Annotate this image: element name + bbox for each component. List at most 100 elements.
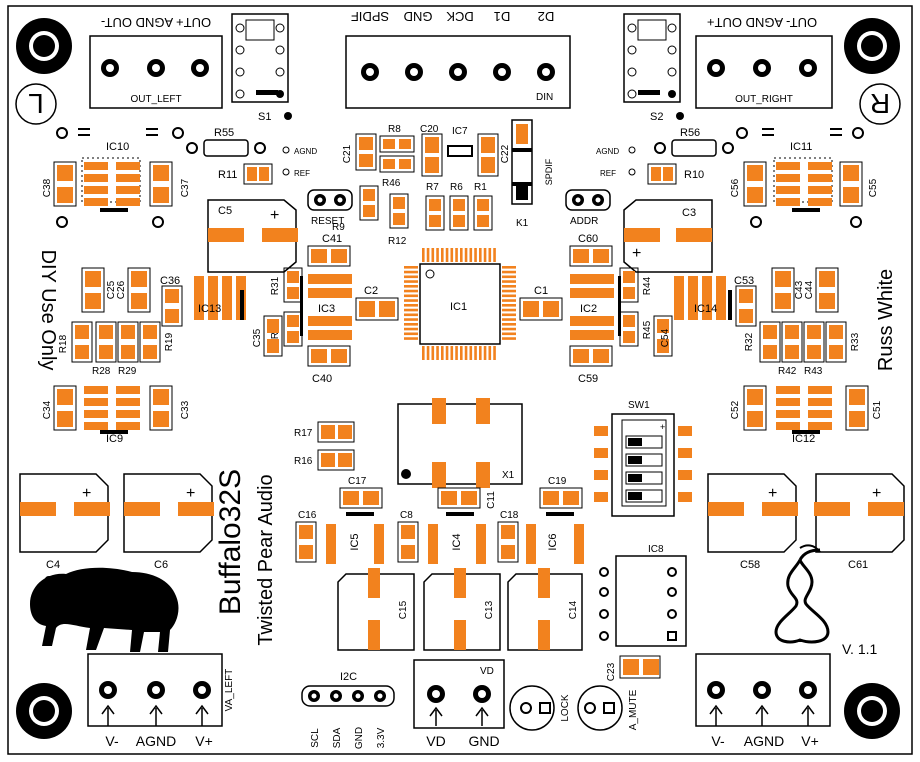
svg-text:R17: R17 — [294, 428, 313, 439]
svg-text:IC6: IC6 — [547, 533, 559, 550]
svg-text:IC7: IC7 — [452, 126, 468, 137]
svg-text:C44: C44 — [804, 280, 815, 299]
svg-text:SPDIF: SPDIF — [544, 158, 554, 185]
ic11-opamp: IC11 — [773, 141, 833, 212]
svg-text:VD: VD — [480, 666, 494, 677]
svg-text:L: L — [28, 88, 44, 119]
svg-text:R44: R44 — [642, 276, 653, 295]
svg-text:C17: C17 — [348, 476, 367, 487]
r44-r45-c54: R44 R45 C54 — [619, 267, 673, 357]
svg-text:+: + — [632, 245, 641, 262]
svg-text:C11: C11 — [486, 491, 497, 509]
svg-text:SCL: SCL — [310, 728, 321, 748]
cap-c4: + C4 — [19, 473, 110, 571]
right-side-marker: R — [859, 83, 901, 125]
svg-text:V+: V+ — [195, 733, 213, 749]
svg-text:SW1: SW1 — [628, 400, 650, 411]
svg-text:REF: REF — [294, 169, 310, 178]
svg-text:K1: K1 — [516, 218, 529, 229]
svg-text:+: + — [660, 422, 665, 432]
svg-text:C51: C51 — [872, 400, 883, 419]
ic2-group: C1 C60 IC2 C59 — [519, 233, 621, 385]
svg-text:C59: C59 — [578, 373, 598, 385]
addr-jumper: ADDR — [565, 189, 611, 227]
svg-text:C60: C60 — [578, 233, 598, 245]
svg-text:LOCK: LOCK — [560, 694, 571, 722]
svg-text:R33: R33 — [850, 332, 861, 351]
svg-text:C8: C8 — [400, 510, 413, 521]
svg-text:RESET: RESET — [311, 216, 344, 227]
svg-text:IC1: IC1 — [450, 301, 467, 313]
svg-text:ADDR: ADDR — [570, 216, 598, 227]
svg-text:OUT- AGND OUT+: OUT- AGND OUT+ — [707, 15, 817, 30]
svg-text:C23: C23 — [606, 662, 617, 681]
svg-text:R31: R31 — [270, 276, 281, 295]
svg-text:R46: R46 — [382, 178, 401, 189]
svg-text:R6: R6 — [450, 182, 463, 193]
svg-text:R32: R32 — [744, 332, 755, 351]
svg-text:AGND: AGND — [744, 733, 784, 749]
svg-text:C53: C53 — [734, 275, 754, 287]
svg-text:C33: C33 — [180, 400, 191, 419]
svg-text:IC12: IC12 — [792, 433, 815, 445]
svg-text:R9: R9 — [332, 222, 345, 233]
svg-text:+: + — [270, 207, 279, 224]
svg-text:IC3: IC3 — [318, 303, 335, 315]
svg-text:C26: C26 — [116, 280, 127, 299]
svg-text:S2: S2 — [650, 111, 663, 123]
diy-use-only-text: DIY Use Only — [37, 250, 59, 371]
svg-text:R12: R12 — [388, 236, 407, 247]
svg-text:V-: V- — [105, 733, 119, 749]
svg-text:C20: C20 — [420, 124, 439, 135]
svg-text:C4: C4 — [46, 559, 60, 571]
svg-text:C1: C1 — [534, 285, 548, 297]
svg-text:D1: D1 — [494, 9, 511, 24]
crystal-x1: X1 — [397, 398, 523, 488]
svg-text:R8: R8 — [388, 124, 401, 135]
svg-text:+: + — [872, 485, 881, 502]
svg-text:C58: C58 — [740, 559, 760, 571]
out-right-terminal: OUT_RIGHT OUT- AGND OUT+ — [695, 15, 833, 109]
svg-text:AGND: AGND — [294, 147, 317, 156]
pear-logo — [774, 544, 830, 644]
top-right-group: R56 AGND REF R10 — [596, 127, 864, 185]
svg-text:R1: R1 — [474, 182, 487, 193]
svg-text:SPDIF: SPDIF — [351, 9, 389, 24]
svg-text:C34: C34 — [42, 400, 53, 419]
svg-text:VD: VD — [426, 733, 445, 749]
svg-text:C19: C19 — [548, 476, 567, 487]
svg-text:I2C: I2C — [340, 671, 357, 683]
top-left-group: R55 AGND REF R11 — [56, 127, 317, 185]
svg-text:C56: C56 — [730, 178, 741, 197]
svg-text:GND: GND — [354, 727, 365, 749]
reset-jumper: RESET — [307, 189, 353, 227]
ic12-group: C52 IC12 C51 — [730, 385, 883, 445]
svg-text:S1: S1 — [258, 111, 271, 123]
svg-text:C14: C14 — [568, 600, 579, 619]
svg-text:R18: R18 — [58, 334, 69, 353]
svg-text:C37: C37 — [180, 178, 191, 197]
svg-text:IC4: IC4 — [451, 533, 463, 550]
socket-s2: S2 — [623, 13, 684, 123]
svg-text:AGND: AGND — [596, 147, 619, 156]
cap-c61: + C61 — [814, 473, 905, 571]
left-side-marker: L — [15, 83, 57, 125]
bison-logo — [30, 567, 179, 652]
svg-text:V+: V+ — [801, 733, 819, 749]
svg-text:OUT_RIGHT: OUT_RIGHT — [735, 94, 793, 105]
svg-text:C21: C21 — [342, 144, 353, 163]
ic10-opamp: IC10 — [81, 141, 141, 212]
svg-text:DCK: DCK — [446, 9, 474, 24]
svg-text:IC9: IC9 — [106, 433, 123, 445]
svg-text:DIN: DIN — [536, 92, 553, 103]
svg-text:R19: R19 — [164, 332, 175, 351]
svg-text:IC8: IC8 — [648, 544, 664, 555]
ic1-dac-chip: IC1 — [419, 263, 501, 345]
svg-text:IC5: IC5 — [349, 533, 361, 550]
svg-text:C6: C6 — [154, 559, 168, 571]
svg-text:REF: REF — [600, 169, 616, 178]
product-title: Buffalo32S — [214, 469, 247, 615]
svg-text:IC14: IC14 — [694, 303, 717, 315]
r17-r16: R17 R16 — [294, 421, 355, 471]
ic4-regulator-group: C8 C11 IC4 C13 — [397, 487, 501, 651]
